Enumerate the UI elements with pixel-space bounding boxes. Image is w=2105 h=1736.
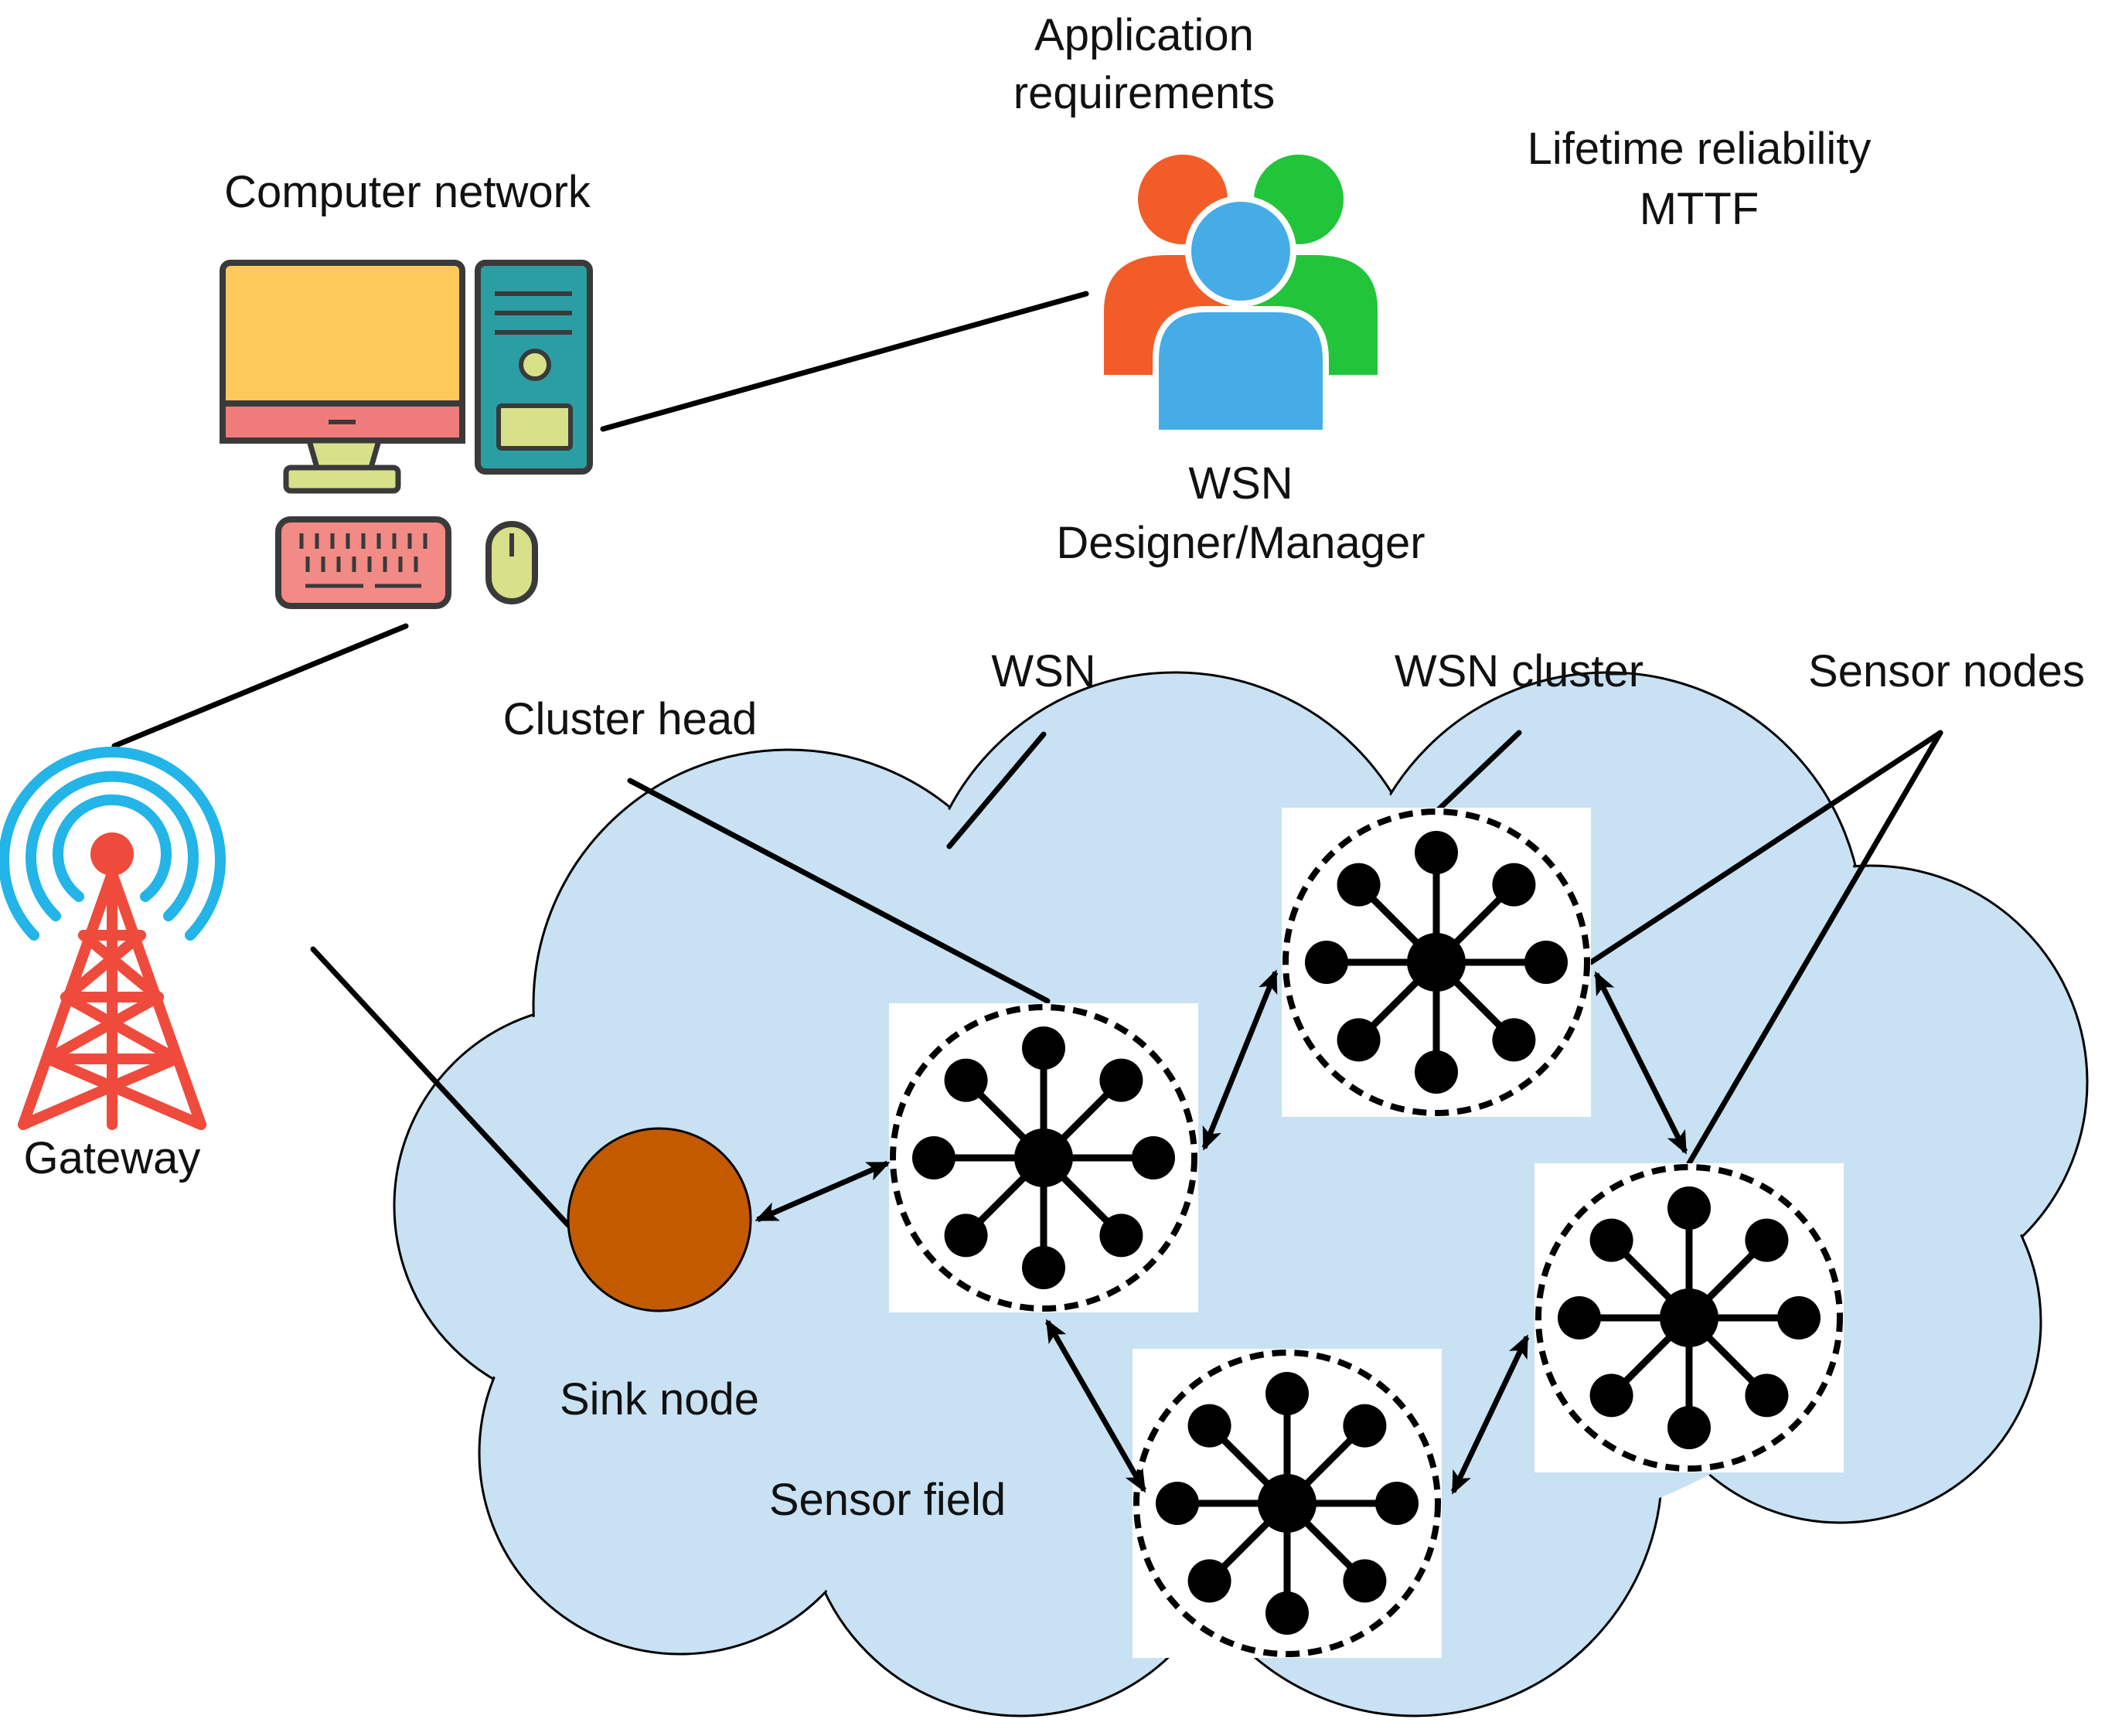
wsn-pointer <box>946 731 1047 849</box>
sensor-node <box>1492 863 1536 907</box>
cluster-head-node <box>1407 933 1466 992</box>
sink-node <box>567 1127 752 1312</box>
sensor-node <box>1022 1246 1065 1289</box>
keyboard <box>275 516 451 609</box>
sensor-node <box>1415 1050 1458 1094</box>
sensor-nodes-pointer-a <box>1588 730 1943 965</box>
sensor-node <box>1187 1404 1231 1448</box>
wsn-designer-line-1: WSN <box>1188 458 1293 509</box>
sensor-node <box>944 1058 988 1102</box>
sensor-nodes-pointer-b <box>1686 730 1943 1166</box>
lifetime-reliability-line-1: Lifetime reliability <box>1528 124 1872 174</box>
cluster-head-node <box>1660 1288 1718 1347</box>
application-requirements-line-1: Application <box>1034 10 1254 60</box>
sensor-node <box>1343 1404 1387 1448</box>
sensor-node <box>912 1136 955 1179</box>
sensor-node <box>1343 1559 1387 1603</box>
computer-network-label: Computer network <box>224 167 591 217</box>
sensor-node <box>1375 1482 1419 1525</box>
cluster-boundary <box>1133 1350 1441 1657</box>
sensor-field-label: Sensor field <box>769 1475 1006 1525</box>
link-arrows <box>754 969 1688 1495</box>
sensor-node <box>944 1213 988 1258</box>
cluster-head-node <box>1014 1128 1073 1187</box>
application-requirements-line-2: requirements <box>1013 68 1275 118</box>
antenna-tower-icon <box>0 747 226 1130</box>
cluster-1-to-cluster-4-arrow <box>1044 1319 1147 1493</box>
computer-gateway-link <box>111 623 409 749</box>
sensor-node <box>1415 831 1458 874</box>
cluster-1-to-cluster-2-arrow <box>1201 969 1279 1151</box>
sensor-node <box>1337 1018 1381 1062</box>
cluster-boundary <box>890 1004 1197 1312</box>
users-group-icon <box>1104 155 1378 436</box>
sensor-node <box>1265 1591 1309 1635</box>
sensor-node <box>1265 1372 1309 1415</box>
wsn-designer-line-2: Designer/Manager <box>1056 518 1425 568</box>
monitor <box>220 260 465 494</box>
sensor-node <box>1589 1218 1633 1262</box>
sensor-node <box>1667 1186 1711 1230</box>
cluster-icon <box>1534 1163 1844 1472</box>
cluster-boundary <box>1282 808 1590 1116</box>
mouse <box>485 521 538 604</box>
wsn-cluster-pointer <box>1433 730 1522 815</box>
cluster-4-to-cluster-3-arrow <box>1450 1334 1530 1495</box>
cluster-2-to-cluster-3-arrow <box>1593 971 1688 1155</box>
sensor-node <box>1745 1373 1789 1418</box>
sensor-node <box>1099 1058 1143 1102</box>
cluster-icon <box>889 1003 1198 1312</box>
gateway-label: Gateway <box>24 1133 201 1183</box>
cluster-icon <box>1282 808 1591 1117</box>
sink-node-label: Sink node <box>560 1374 759 1425</box>
sensor-node <box>1132 1136 1175 1179</box>
computer-designer-link <box>600 291 1089 432</box>
sensor-node <box>1099 1213 1143 1258</box>
cluster-boundary <box>1535 1164 1843 1472</box>
computer-icon <box>220 260 593 609</box>
lifetime-reliability-line-2: MTTF <box>1640 184 1759 234</box>
sensor-node <box>1524 941 1568 984</box>
sensor-node <box>1558 1296 1601 1339</box>
sensor-node <box>1156 1482 1199 1525</box>
sensor-node <box>1187 1559 1231 1603</box>
sensor-node <box>1022 1026 1065 1070</box>
pc-tower <box>475 260 593 475</box>
wsn-clusters <box>889 808 1844 1658</box>
sensor-node <box>1492 1018 1536 1062</box>
cluster-head-label: Cluster head <box>503 694 758 744</box>
wsn-label: WSN <box>991 646 1095 696</box>
cluster-icon <box>1133 1349 1442 1658</box>
cluster-head-pointer <box>627 778 1051 1004</box>
sensor-nodes-label: Sensor nodes <box>1808 646 2085 696</box>
sensor-node <box>1589 1373 1633 1418</box>
cluster-head-node <box>1258 1474 1316 1533</box>
labels: Application requirements Lifetime reliab… <box>24 10 2085 1525</box>
sensor-node <box>1667 1406 1711 1449</box>
person-center <box>1153 196 1329 436</box>
sensor-node <box>1305 941 1348 984</box>
sink-to-cluster-1-arrow <box>754 1160 891 1223</box>
sensor-node <box>1777 1296 1821 1339</box>
wsn-cluster-label: WSN cluster <box>1395 646 1643 696</box>
sensor-node <box>1745 1218 1789 1262</box>
gateway-sink-link <box>310 946 571 1228</box>
sensor-node <box>1337 863 1381 907</box>
pointer-lines <box>111 291 1943 1228</box>
